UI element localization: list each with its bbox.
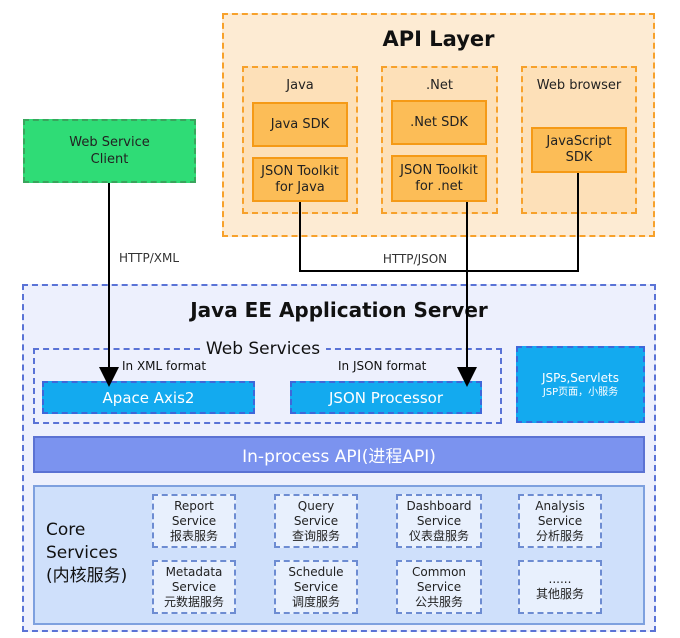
service-line2: Service [537,513,583,528]
service-line3: 元数据服务 [163,594,224,609]
web-browser-column-label: Web browser [536,77,622,93]
service-line1: Schedule [288,564,344,579]
service-line1: Query [297,498,335,513]
jsp-line1: JSPs,Servlets [542,370,619,385]
service-line3: 分析服务 [535,528,584,543]
service-line3: 报表服务 [169,528,218,543]
json-processor-box: JSON Processor [290,381,482,414]
client-line2: Client [90,152,129,167]
service-line2: Service [416,579,462,594]
service-line2: Service [171,579,217,594]
web-service-client-box: Web Service Client [23,119,196,183]
json-bus-line [299,173,579,272]
java-sdk-box: Java SDK [252,102,348,147]
service-line1: Report [174,498,214,513]
json-toolkit-java-box: JSON Toolkit for Java [252,157,348,202]
core-label-line2: Services [46,543,118,563]
service-line2: Service [293,579,339,594]
service-line2: Service [416,513,462,528]
service-line2: Service [293,513,339,528]
javascript-sdk-line1: JavaScript [546,134,612,149]
other-services-box: ...... 其他服务 [518,560,602,614]
service-line3: 调度服务 [291,594,340,609]
report-service-box: Report Service 报表服务 [152,494,236,548]
java-column-label: Java [286,77,314,93]
common-service-box: Common Service 公共服务 [396,560,482,614]
json-toolkit-net-line1: JSON Toolkit [400,162,478,178]
dashboard-service-box: Dashboard Service 仪表盘服务 [396,494,482,548]
service-line3: 仪表盘服务 [408,528,469,543]
dotnet-column-label: .Net [426,77,453,93]
json-toolkit-net-box: JSON Toolkit for .net [391,155,487,202]
api-layer-title: API Layer [382,27,495,51]
http-xml-label: HTTP/XML [119,251,180,265]
query-service-box: Query Service 查询服务 [274,494,358,548]
service-line1: ...... [548,572,572,586]
json-toolkit-java-line2: for Java [275,179,325,195]
javascript-sdk-box: JavaScript SDK [531,127,627,173]
javascript-sdk-line2: SDK [565,150,593,165]
service-line3: 查询服务 [291,528,340,543]
jsp-servlets-box: JSPs,Servlets JSP页面，小服务 [516,346,645,423]
server-title: Java EE Application Server [190,298,488,322]
client-line1: Web Service [69,135,150,150]
service-line2: 其他服务 [535,587,584,601]
service-line1: Dashboard [406,498,472,513]
xml-format-label: In XML format [122,359,207,373]
core-label-line3: (内核服务) [46,566,128,586]
analysis-service-box: Analysis Service 分析服务 [518,494,602,548]
apache-axis2-box: Apace Axis2 [42,381,255,414]
service-line3: 公共服务 [414,594,463,609]
inprocess-api-bar: In-process API(进程API) [33,436,645,473]
web-services-title: Web Services [200,338,326,360]
core-label-line1: Core [46,520,86,540]
json-format-label: In JSON format [338,359,427,373]
metadata-service-box: Metadata Service 元数据服务 [152,560,236,614]
service-line2: Service [171,513,217,528]
core-services-label: Core Services (内核服务) [46,519,156,588]
service-line1: Common [411,564,467,579]
http-json-label: HTTP/JSON [382,252,448,266]
json-toolkit-net-line2: for .net [415,178,463,194]
dotnet-sdk-box: .Net SDK [391,100,487,145]
jsp-line2: JSP页面，小服务 [542,386,619,398]
service-line1: Analysis [535,498,585,513]
schedule-service-box: Schedule Service 调度服务 [274,560,358,614]
json-toolkit-java-line1: JSON Toolkit [261,163,339,179]
service-line1: Metadata [165,564,223,579]
